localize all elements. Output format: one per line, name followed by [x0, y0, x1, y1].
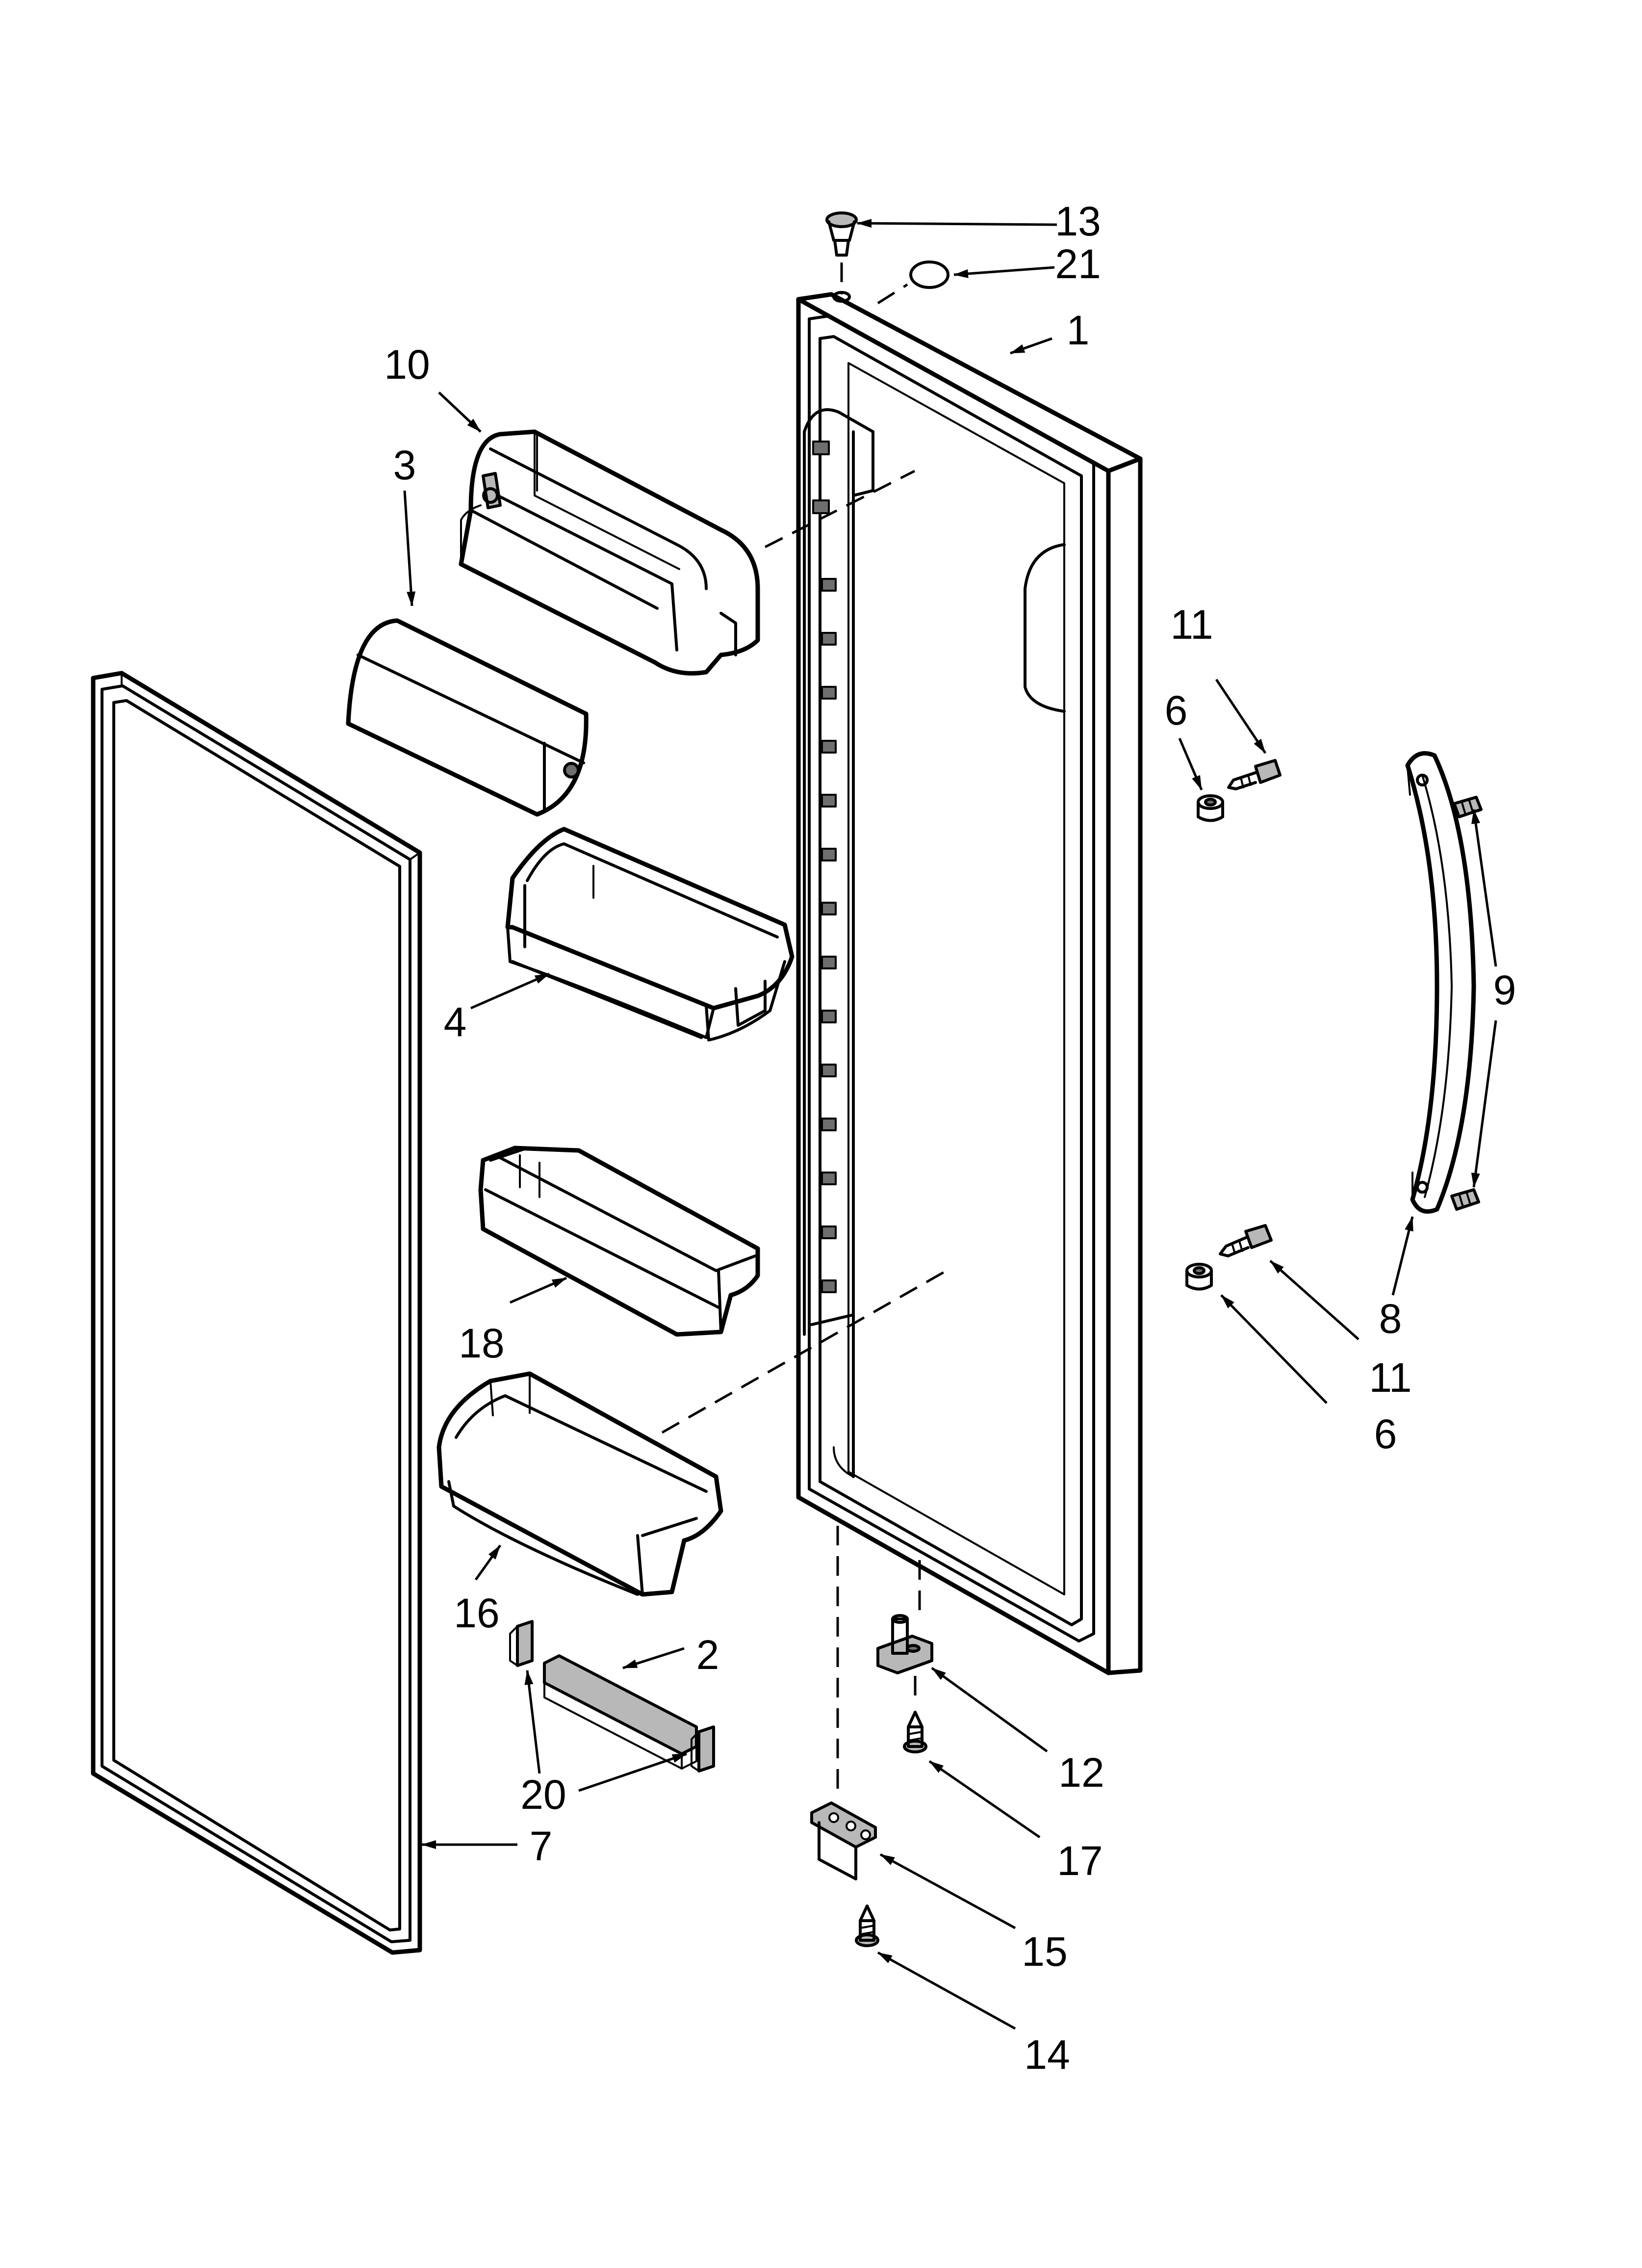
end-cap-20a: [509, 1620, 534, 1667]
shelf-rail-2: [543, 1654, 698, 1770]
dairy-cover-3: [346, 618, 589, 817]
callout-7: 7: [530, 1823, 553, 1869]
end-cap-20b: [691, 1725, 715, 1773]
screw-17: [903, 1711, 927, 1753]
alignment-lines: [661, 262, 948, 1796]
leader-arrows: [403, 219, 1497, 2030]
door-gasket-7: [91, 671, 422, 1955]
screw-11b: [1219, 1224, 1273, 1257]
callout-21: 21: [1055, 241, 1101, 287]
callout-9: 9: [1493, 967, 1516, 1013]
door-liner-1: [796, 291, 1143, 1675]
spacer-6b: [1185, 1263, 1213, 1291]
handle-screw-9b: [1450, 1188, 1480, 1211]
callout-12: 12: [1058, 1749, 1104, 1796]
callout-3: 3: [393, 442, 416, 488]
callout-4: 4: [444, 999, 467, 1045]
callout-13: 13: [1055, 198, 1101, 244]
callout-8: 8: [1379, 1296, 1402, 1342]
callout-14: 14: [1024, 2032, 1070, 2078]
callout-17: 17: [1057, 1838, 1103, 1884]
callout-16: 16: [454, 1590, 499, 1636]
callout-10: 10: [384, 341, 430, 388]
dairy-compartment-10: [459, 429, 760, 676]
callout-18: 18: [459, 1320, 504, 1366]
screw-11a: [1227, 759, 1282, 790]
door-bin-18: [478, 1146, 760, 1337]
bottom-hinge-15: [810, 1801, 877, 1880]
callout-15: 15: [1022, 1929, 1067, 1975]
handle-screw-9a: [1453, 796, 1483, 818]
hinge-pin-12: [876, 1614, 933, 1674]
door-bin-4: [505, 827, 795, 1042]
door-handle-8: [1405, 751, 1476, 1214]
callout-6-bottom: 6: [1374, 1411, 1397, 1457]
callout-labels: 13 21 1 10 3 11 6 9 4 8 18 11 6 16 2 12 …: [384, 198, 1516, 2078]
callout-11-top: 11: [1170, 601, 1213, 648]
callout-11-bottom: 11: [1369, 1355, 1411, 1401]
screw-14: [855, 1904, 879, 1947]
callout-1: 1: [1067, 307, 1090, 353]
callout-2: 2: [696, 1632, 719, 1678]
washer-21: [909, 261, 949, 289]
door-bin-16: [436, 1371, 723, 1597]
spacer-6a: [1197, 794, 1224, 822]
top-bushing-13: [825, 211, 858, 257]
callout-6-top: 6: [1165, 687, 1188, 733]
callout-20: 20: [520, 1772, 566, 1818]
